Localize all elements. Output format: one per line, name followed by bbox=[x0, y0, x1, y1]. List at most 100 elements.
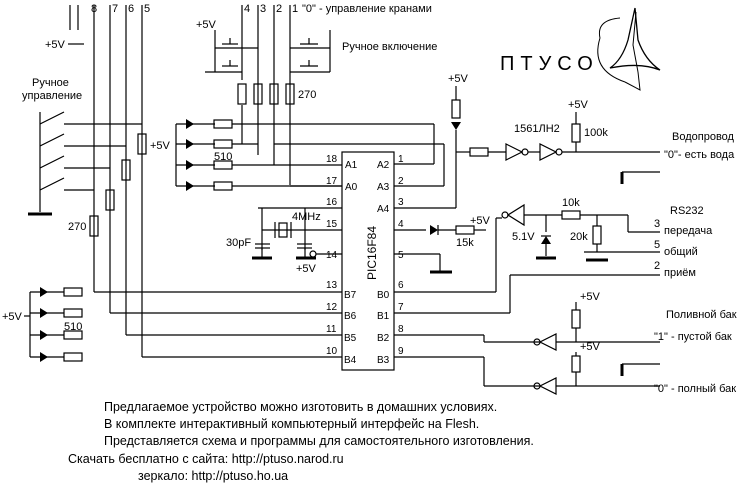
tank-label: Поливной бак bbox=[666, 309, 737, 321]
transmit-label: передача bbox=[664, 225, 713, 237]
tank-empty-label: "1" - пустой бак bbox=[654, 331, 732, 343]
r-510-top: 510 bbox=[214, 151, 232, 163]
valve-control-label: "0" - управление кранами bbox=[302, 3, 432, 15]
pin-6-name: B0 bbox=[377, 290, 390, 301]
water-supply-label: Водопровод bbox=[672, 131, 735, 143]
receive-label: приём bbox=[664, 267, 696, 279]
plus5v-label-pin14: +5V bbox=[296, 263, 317, 275]
xtal-label: 4MHz bbox=[292, 211, 321, 223]
conn-right-pin-2: 2 bbox=[276, 3, 282, 15]
common-label: общий bbox=[664, 246, 698, 258]
pin-10-num: 10 bbox=[326, 346, 338, 357]
pin-10-name: B4 bbox=[344, 355, 357, 366]
pin-7-num: 7 bbox=[398, 302, 404, 313]
pin-9-name: B3 bbox=[377, 355, 390, 366]
plus5v-label-tank2: +5V bbox=[580, 341, 601, 353]
r-270-top: 270 bbox=[298, 89, 316, 101]
conn-left-pin-6: 6 bbox=[128, 3, 134, 15]
pin-12-num: 12 bbox=[326, 302, 338, 313]
manual-control-label-1: Ручное bbox=[32, 77, 69, 89]
pin-18-name: A1 bbox=[345, 160, 358, 171]
pin-11-name: B5 bbox=[344, 333, 357, 344]
pic-chip-body bbox=[341, 151, 395, 371]
footer-line-3: Представляется схема и программы для сам… bbox=[104, 434, 534, 448]
footer-line-5: зеркало: http://ptuso.ho.ua bbox=[138, 469, 289, 483]
rs232-pin-3: 3 bbox=[654, 218, 660, 230]
conn-right-pin-1: 1 bbox=[292, 3, 298, 15]
ground-wires-top bbox=[69, 5, 79, 30]
pin-16-num: 16 bbox=[326, 197, 338, 208]
pin-7-name: B1 bbox=[377, 311, 390, 322]
plus5v-label-100k: +5V bbox=[568, 99, 589, 111]
tank-full-label: "0" - полный бак bbox=[654, 383, 736, 395]
ic-1561ln2-label: 1561ЛН2 bbox=[514, 123, 560, 135]
conn-right-pin-3: 3 bbox=[260, 3, 266, 15]
manual-on-label: Ручное включение bbox=[342, 41, 437, 53]
rs232-circuit bbox=[430, 203, 660, 262]
r-20k-label: 20k bbox=[570, 231, 588, 243]
title-text: ПТУСО bbox=[500, 53, 599, 75]
tank-sensor-circuit bbox=[533, 302, 660, 395]
cap-30pf-label: 30pF bbox=[226, 237, 251, 249]
pin-8-num: 8 bbox=[398, 324, 404, 335]
connector-left-wires bbox=[93, 5, 143, 357]
footer-line-4: Скачать бесплатно с сайта: http://ptuso.… bbox=[68, 452, 344, 466]
pin-8-name: B2 bbox=[377, 333, 390, 344]
pin-17-name: A0 bbox=[345, 182, 358, 193]
pullup-resistors-left bbox=[89, 133, 147, 237]
pin-18-num: 18 bbox=[326, 154, 338, 165]
led-bank-top bbox=[175, 119, 435, 191]
plus5v-label-water: +5V bbox=[448, 73, 469, 85]
pic-left-pins bbox=[94, 185, 342, 358]
plus5v-label-leds-bottom: +5V bbox=[2, 311, 23, 323]
conn-left-pin-8: 8 bbox=[91, 3, 97, 15]
pin-6-num: 6 bbox=[398, 280, 404, 291]
pin-15-num: 15 bbox=[326, 219, 338, 230]
water-sensor-circuit bbox=[451, 86, 660, 184]
r-270-left: 270 bbox=[68, 221, 86, 233]
rs232-pin-5: 5 bbox=[654, 239, 660, 251]
rs232-label: RS232 bbox=[670, 205, 704, 217]
pin-2-num: 2 bbox=[398, 176, 404, 187]
plus5v-label-tank1: +5V bbox=[580, 291, 601, 303]
r-15k-label: 15k bbox=[456, 237, 474, 249]
r-10k-label: 10k bbox=[562, 197, 580, 209]
pin-17-num: 17 bbox=[326, 176, 338, 187]
pic-chip-label: PIC16F84 bbox=[365, 226, 379, 280]
manual-control-label-2: управление bbox=[22, 90, 82, 102]
footer-line-2: В комплекте интерактивный компьютерный и… bbox=[104, 417, 480, 431]
pin-1-name: A2 bbox=[377, 160, 390, 171]
pin-9-num: 9 bbox=[398, 346, 404, 357]
footer-line-1: Предлагаемое устройство можно изготовить… bbox=[104, 400, 498, 414]
plus5v-label-top-mid: +5V bbox=[196, 19, 217, 31]
rs232-pin-2: 2 bbox=[654, 260, 660, 272]
pin-13-name: B7 bbox=[344, 290, 357, 301]
pin-5-num: 5 bbox=[398, 250, 404, 261]
pin-2-name: A3 bbox=[377, 182, 390, 193]
r-510-bottom: 510 bbox=[64, 321, 82, 333]
water-present-label: "0"- есть вода bbox=[664, 149, 735, 161]
crystal-and-caps bbox=[252, 222, 316, 260]
pulldown-resistors-top bbox=[237, 83, 295, 105]
pin-4-num: 4 bbox=[398, 219, 404, 230]
pin-3-num: 3 bbox=[398, 197, 404, 208]
conn-right-pin-4: 4 bbox=[244, 3, 250, 15]
plus5v-label-top-left: +5V bbox=[45, 39, 66, 51]
pin-14-num: 14 bbox=[326, 250, 338, 261]
ptuso-logo-icon bbox=[597, 7, 661, 91]
led-bank-bottom bbox=[24, 287, 83, 362]
conn-left-pin-7: 7 bbox=[112, 3, 118, 15]
pic-right-pins bbox=[274, 130, 660, 387]
pin-3-name: A4 bbox=[377, 204, 390, 215]
manual-switches bbox=[28, 111, 142, 216]
zener-label: 5.1V bbox=[512, 231, 535, 243]
pin-1-num: 1 bbox=[398, 154, 404, 165]
plus5v-label-rs232: +5V bbox=[470, 215, 491, 227]
pin-12-name: B6 bbox=[344, 311, 357, 322]
pin-11-num: 11 bbox=[326, 324, 337, 335]
manual-on-buttons bbox=[205, 30, 331, 73]
r-100k-label: 100k bbox=[584, 127, 608, 139]
pin-13-num: 13 bbox=[326, 280, 338, 291]
connector-right-wires bbox=[241, 5, 291, 185]
